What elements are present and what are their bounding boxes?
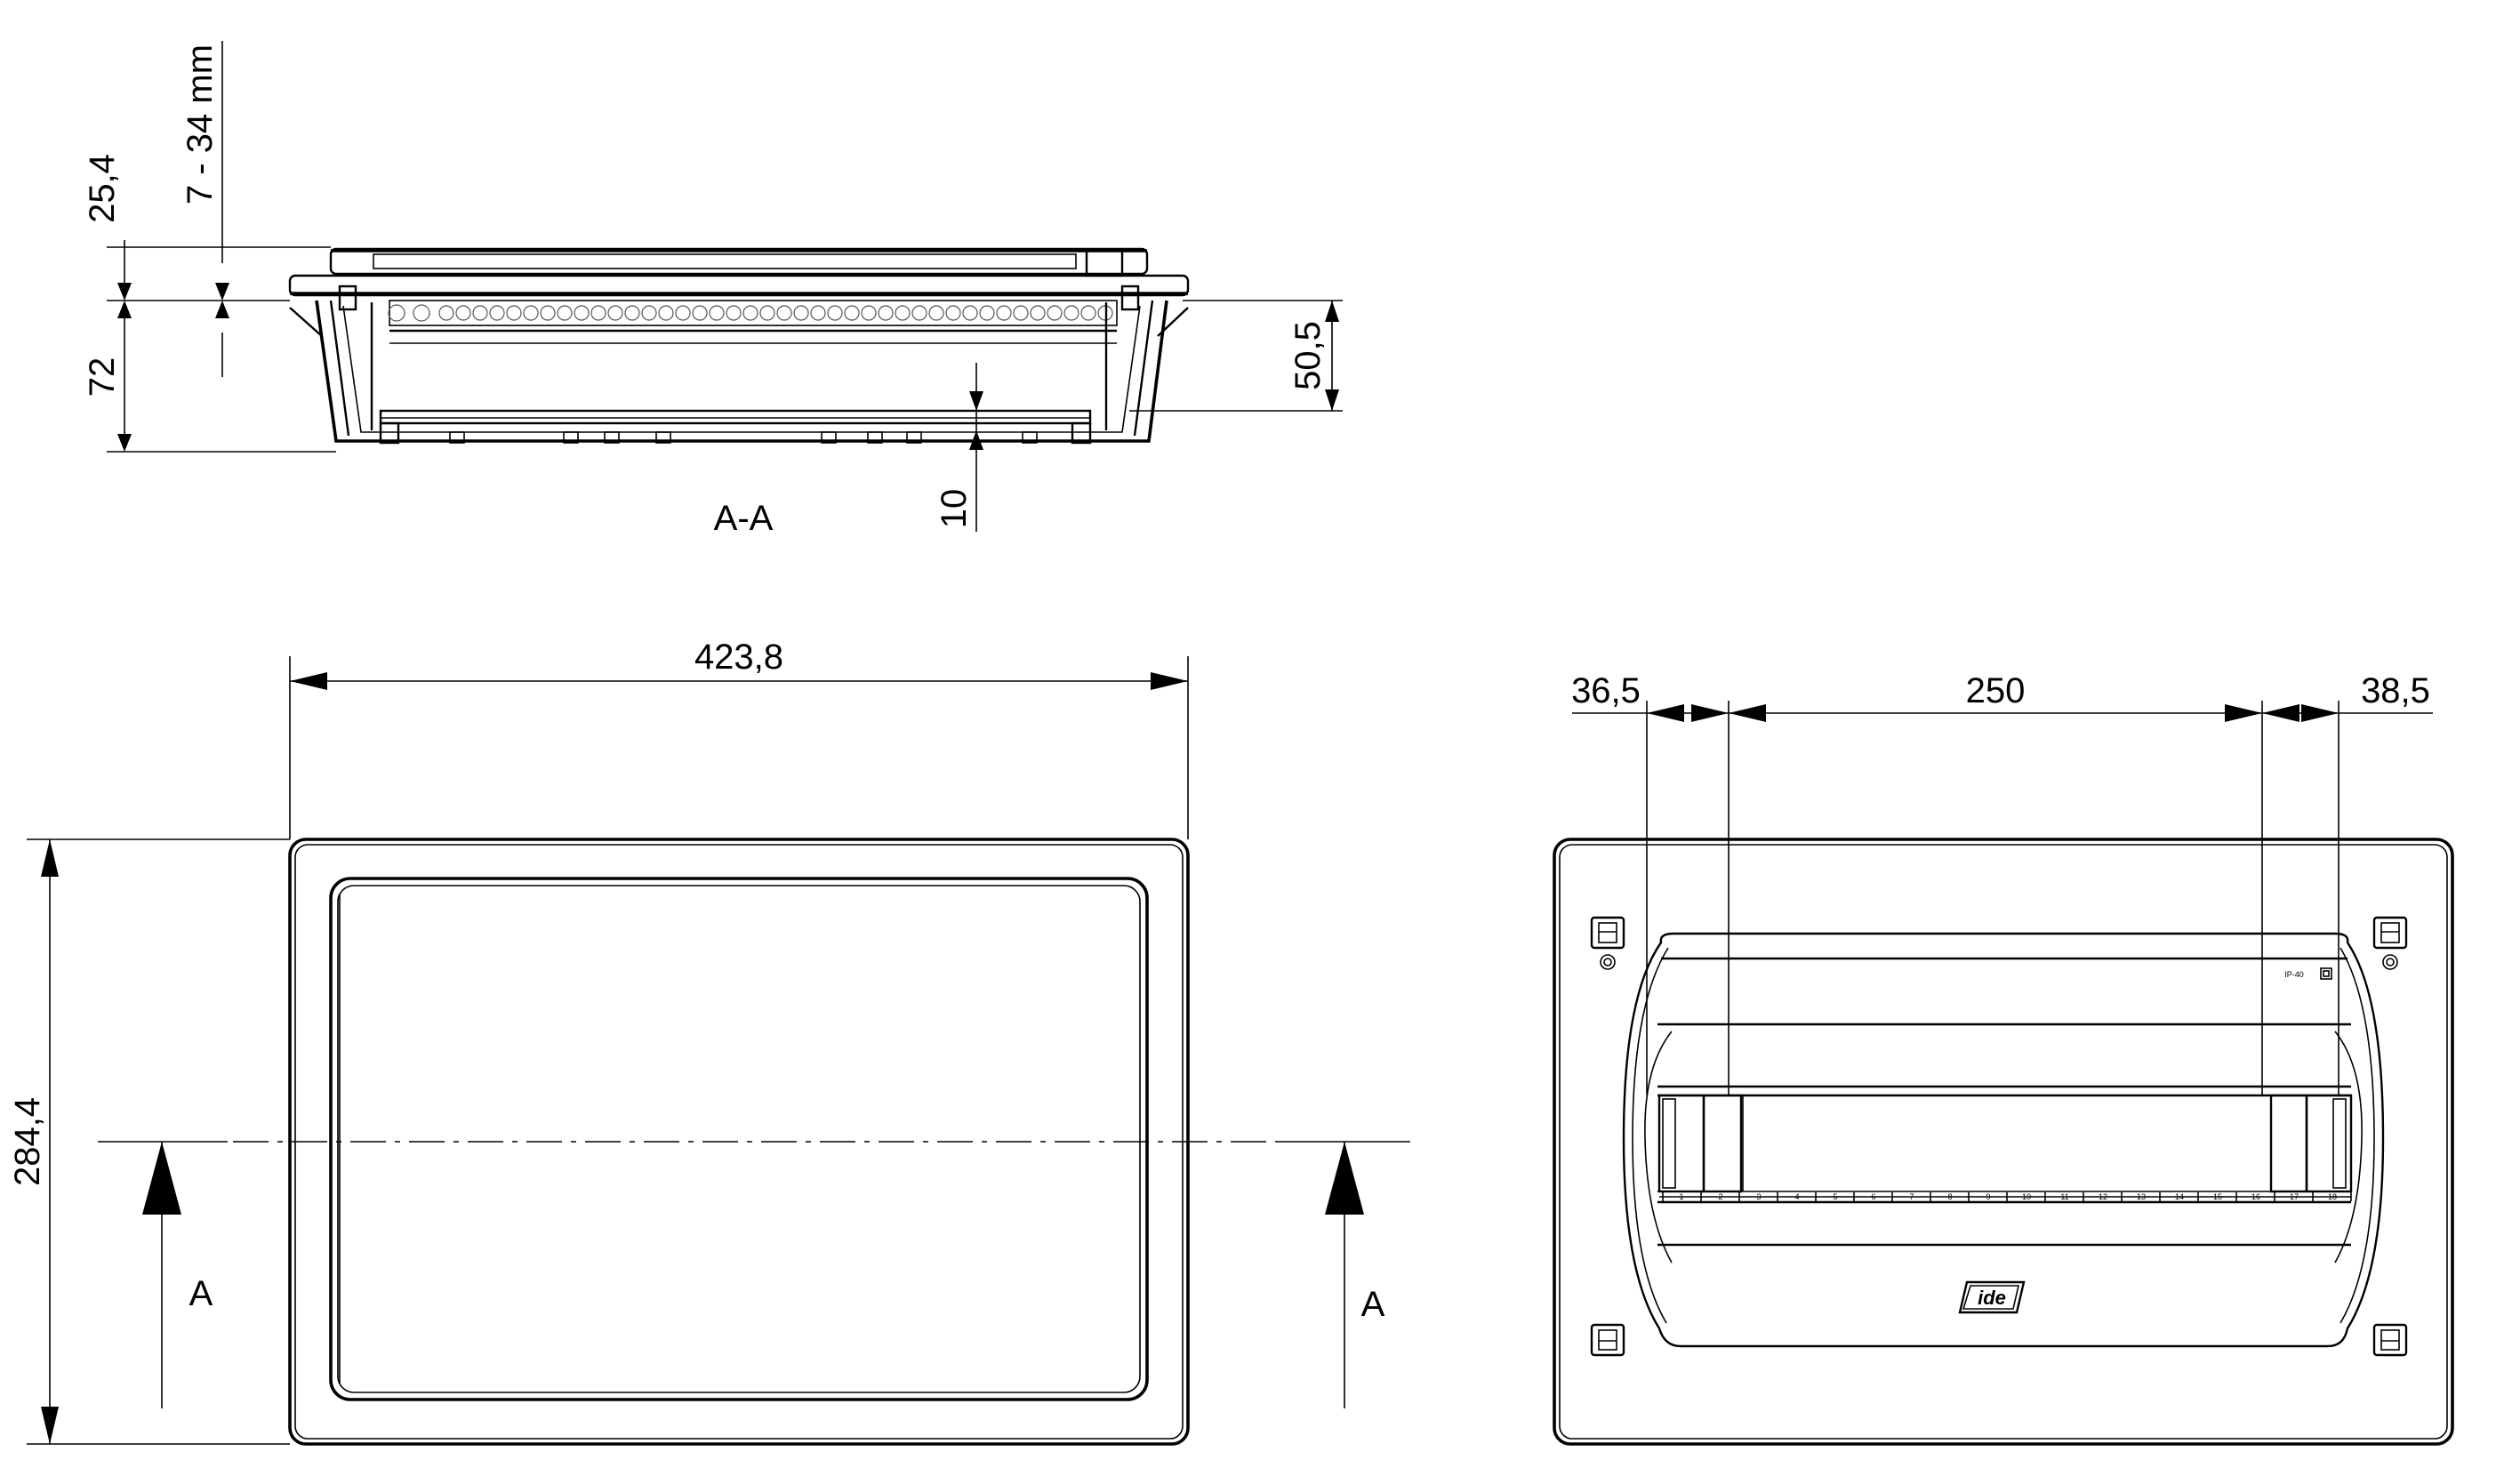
rail-terminal-circle (945, 305, 961, 321)
logo-text: ide (1978, 1287, 2006, 1309)
rail-terminal-circle (996, 305, 1012, 321)
dimension-width-423-8: 423,8 (289, 638, 1189, 839)
rail-terminal-circle (607, 305, 623, 321)
dimension-10: 10 (935, 363, 983, 532)
brand-logo: ide (1958, 1280, 2026, 1314)
rail-terminal-circle (641, 305, 657, 321)
section-label: A-A (714, 499, 774, 538)
dim-36-5-label: 36,5 (1571, 671, 1641, 710)
rail-terminal-circle (1047, 305, 1063, 321)
rail-terminal-circle (709, 305, 725, 321)
rail-terminal-circle (438, 305, 454, 321)
dim-72-label: 72 (83, 357, 122, 397)
module-num-7: 7 (1909, 1192, 1914, 1201)
tray-tab (906, 431, 922, 444)
rail-terminal-circle (523, 305, 539, 321)
module-num-18: 18 (2328, 1192, 2337, 1201)
tray-tab (449, 431, 465, 444)
rail-terminal-circle (557, 305, 573, 321)
rail-terminal-circle (692, 305, 708, 321)
module-num-1: 1 (1679, 1192, 1683, 1201)
tray-tab (604, 431, 620, 444)
rail-terminal-circle (742, 305, 758, 321)
module-number-strip: 1 2 3 4 5 6 7 8 9 10 11 12 13 14 15 16 1… (1659, 1192, 2352, 1201)
corner-clips (1590, 916, 2408, 1357)
front-view-open: 1 2 3 4 5 6 7 8 9 10 11 12 13 14 15 16 1… (1553, 671, 2454, 1446)
rail-terminal-circle (489, 305, 505, 321)
width-label: 423,8 (694, 638, 783, 677)
rail-terminal-circle (878, 305, 894, 321)
height-label: 284,4 (8, 1097, 47, 1186)
rail-terminal-circle (810, 305, 826, 321)
module-num-16: 16 (2251, 1192, 2260, 1201)
cut-label-left: A (189, 1274, 213, 1313)
dimension-7-34mm: 7 - 34 mm (181, 41, 229, 377)
module-num-5: 5 (1833, 1192, 1837, 1201)
ip-rating-label: IP-40 (2284, 970, 2304, 979)
tray-tab (563, 431, 579, 444)
dim-38-5-label: 38,5 (2361, 671, 2430, 710)
module-num-2: 2 (1718, 1192, 1722, 1201)
module-num-15: 15 (2213, 1192, 2222, 1201)
module-num-17: 17 (2290, 1192, 2299, 1201)
dim-25-4-label: 25,4 (83, 154, 122, 223)
rail-terminal-circle (455, 305, 471, 321)
module-num-12: 12 (2099, 1192, 2107, 1201)
dim-7-34-label: 7 - 34 mm (181, 44, 220, 205)
module-num-6: 6 (1871, 1192, 1875, 1201)
tray-tab (867, 431, 883, 444)
rail-terminal-circle (658, 305, 674, 321)
rail-terminal-circle (1013, 305, 1029, 321)
module-num-9: 9 (1986, 1192, 1990, 1201)
dim-50-5-label: 50,5 (1288, 321, 1328, 390)
dim-10-label: 10 (935, 489, 974, 529)
rail-terminal-circle (793, 305, 809, 321)
dimension-height-284-4: 284,4 (8, 838, 290, 1445)
rail-terminal-circle (1080, 305, 1096, 321)
rail-terminal-circle (827, 305, 843, 321)
module-num-10: 10 (2022, 1192, 2031, 1201)
cutting-plane-a: A A (98, 1141, 1410, 1408)
module-num-4: 4 (1794, 1192, 1799, 1201)
dimension-chain-top: 36,5 250 38,5 (1571, 671, 2433, 1095)
rail-terminal-circle (574, 305, 590, 321)
front-view-closed: 423,8 284,4 A A (8, 638, 1410, 1446)
rail-terminal-circle (1063, 305, 1079, 321)
rail-terminal-circle (776, 305, 792, 321)
rail-terminal-circle (962, 305, 978, 321)
rail-terminal-circle (861, 305, 877, 321)
rail-terminal-circle (979, 305, 995, 321)
tray-tab (821, 431, 837, 444)
module-num-11: 11 (2060, 1192, 2068, 1201)
rail-terminal-circle (911, 305, 927, 321)
section-view-a-a: 25,4 72 7 - 34 mm 50,5 10 A-A (83, 41, 1343, 538)
rail-terminal-circle (928, 305, 944, 321)
rail-terminal-circle (540, 305, 556, 321)
tray-tab (1022, 431, 1038, 444)
rail-terminal-circle (472, 305, 488, 321)
rail-terminal-circle (675, 305, 691, 321)
tray-tab (655, 431, 671, 444)
module-num-13: 13 (2137, 1192, 2146, 1201)
dim-250-label: 250 (1966, 671, 2026, 710)
dimension-72-25-4: 25,4 72 (83, 154, 336, 453)
dimension-50-5: 50,5 (1129, 300, 1343, 412)
rail-terminal-circle (1030, 305, 1046, 321)
din-terminal-rail (388, 300, 1118, 326)
rail-terminal-circle (624, 305, 640, 321)
rail-terminal-circle (506, 305, 522, 321)
module-num-3: 3 (1756, 1192, 1761, 1201)
rail-terminal-circle (590, 305, 606, 321)
rail-terminal-circle (726, 305, 742, 321)
rail-terminal-circle (844, 305, 860, 321)
rail-terminal-circle (895, 305, 911, 321)
rail-terminal-circle (759, 305, 775, 321)
module-num-14: 14 (2175, 1192, 2184, 1201)
cut-label-right: A (1361, 1285, 1385, 1324)
module-num-8: 8 (1947, 1192, 1952, 1201)
